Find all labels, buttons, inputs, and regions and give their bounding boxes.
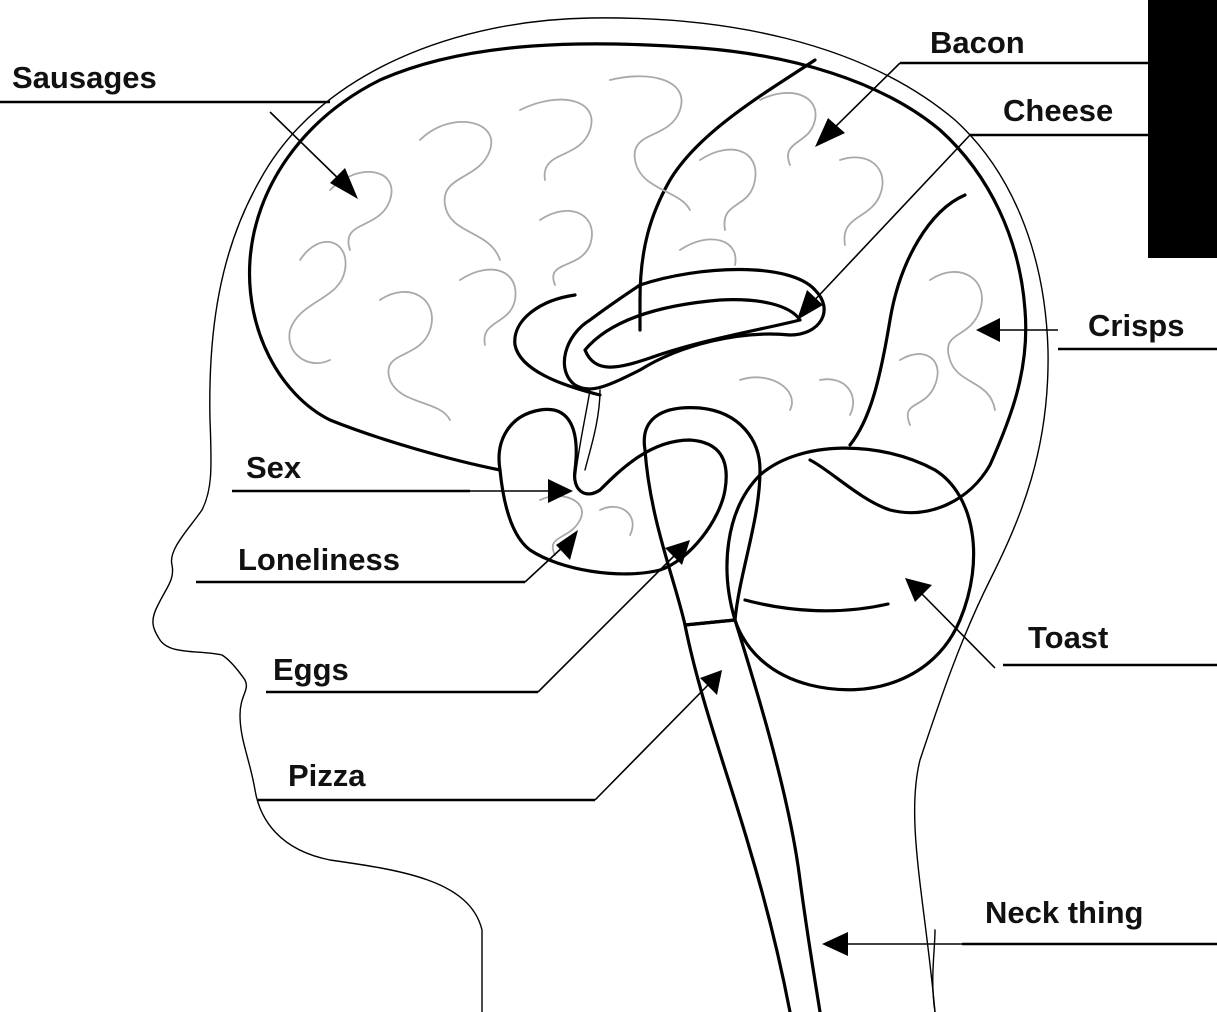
label-pizza: Pizza xyxy=(288,758,366,793)
arrowhead-toast xyxy=(905,578,932,602)
neck-back-outline xyxy=(933,930,935,1012)
arrowheads xyxy=(330,118,1000,956)
label-sausages: Sausages xyxy=(12,60,157,95)
central-sulcus-line xyxy=(640,60,815,300)
label-loneliness: Loneliness xyxy=(238,542,400,577)
corpus-callosum xyxy=(564,269,824,389)
arrowhead-sausages xyxy=(330,168,358,199)
cerebrum-outline xyxy=(250,44,1026,513)
label-crisps: Crisps xyxy=(1088,308,1184,343)
pointer-lines xyxy=(270,63,1058,944)
head-outline xyxy=(153,18,1048,1012)
label-eggs: Eggs xyxy=(273,652,349,687)
label-bacon: Bacon xyxy=(930,25,1025,60)
label-cheese: Cheese xyxy=(1003,93,1113,128)
septum-lines xyxy=(575,390,600,480)
fornix-arch xyxy=(515,295,600,395)
redaction-block xyxy=(1148,0,1217,258)
cerebellum xyxy=(727,448,974,690)
arrowhead-pizza xyxy=(700,670,722,695)
label-toast: Toast xyxy=(1028,620,1108,655)
parieto-occipital-line xyxy=(850,195,965,445)
label-sex: Sex xyxy=(246,450,302,485)
brainstem-upper xyxy=(644,408,760,625)
arrowhead-loneliness xyxy=(556,530,578,560)
label-neck-thing: Neck thing xyxy=(985,895,1143,930)
arrowhead-sex xyxy=(548,479,573,503)
cerebellum-fissure xyxy=(745,600,888,611)
arrowhead-crisps xyxy=(976,318,1000,342)
arrowhead-neck-thing xyxy=(822,932,848,956)
